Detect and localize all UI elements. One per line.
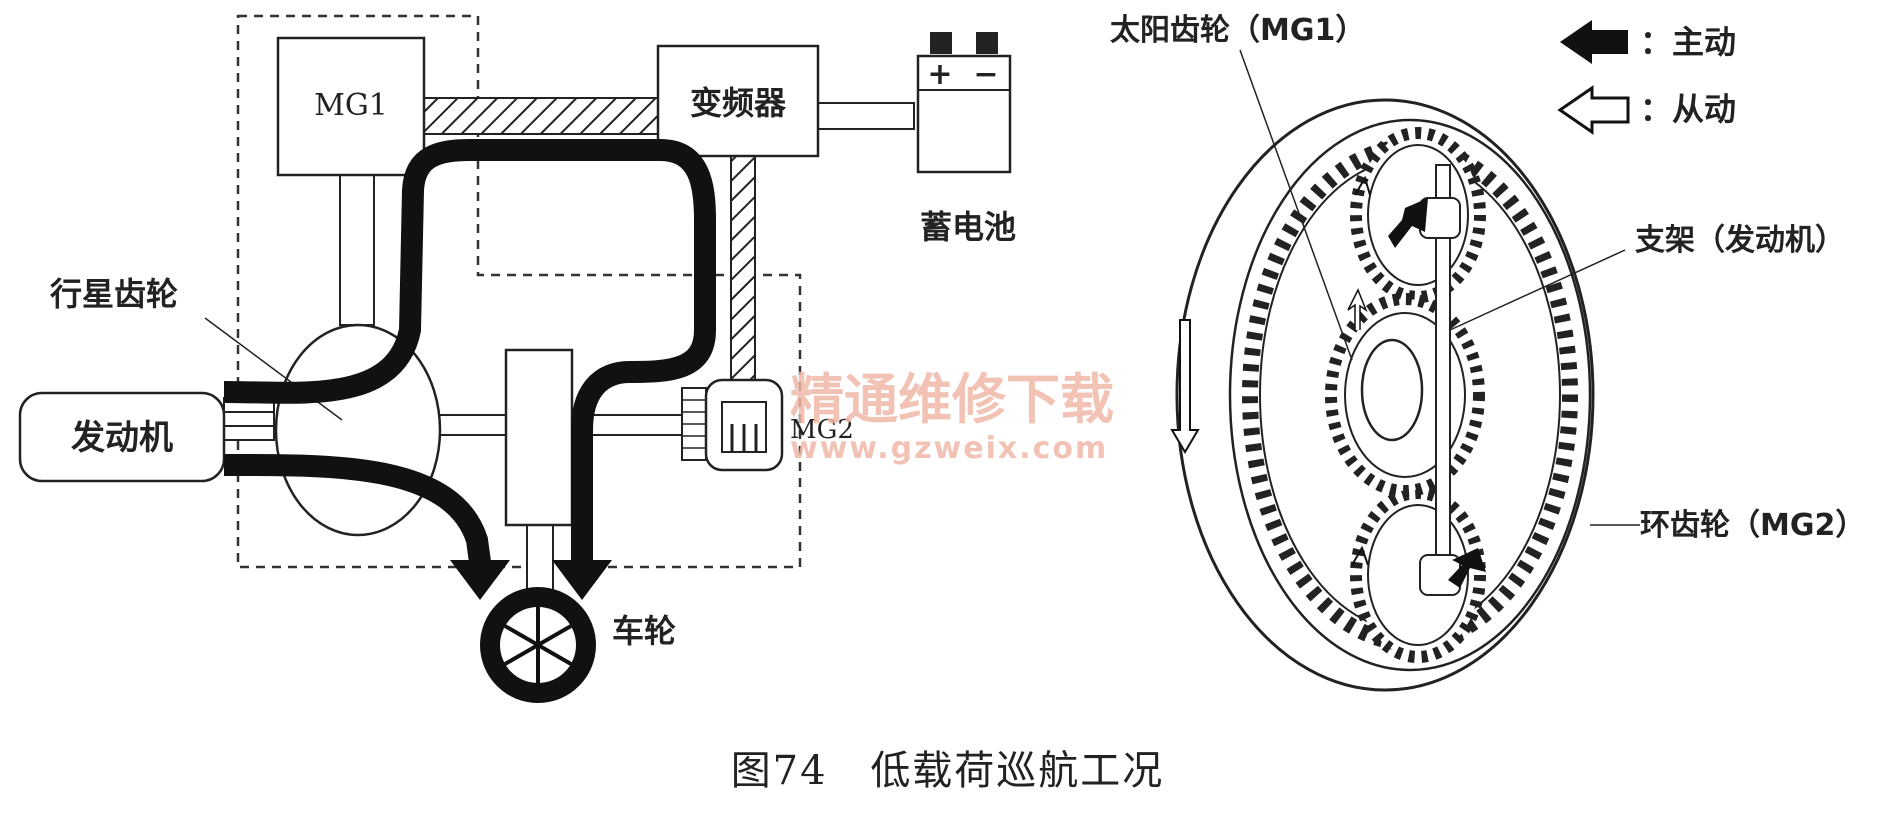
planetary-label: 行星齿轮 <box>50 275 178 313</box>
driven-arrow-pinion-top <box>1354 175 1371 196</box>
figure-caption: 图74 低载荷巡航工况 <box>0 738 1895 798</box>
planetary-leader-line <box>204 317 343 421</box>
figure-title: 低载荷巡航工况 <box>870 748 1165 794</box>
battery-plus: + <box>927 57 952 92</box>
electric-link-mg1-inverter <box>423 97 659 135</box>
sun-gear <box>1325 293 1485 497</box>
carrier-label: 支架（发动机） <box>1635 223 1845 258</box>
planetary-gear-diagram: 太阳齿轮（MG1） 支架（发动机） 环齿轮（MG2） <box>1110 13 1865 692</box>
hybrid-unit-outline <box>236 14 802 569</box>
inverter-label: 变频器 <box>690 84 787 122</box>
inverter-box <box>656 44 820 158</box>
driven-arrow-pinion-bottom <box>1351 545 1369 566</box>
battery-icon <box>916 32 1012 174</box>
figure-number: 图74 <box>730 748 828 794</box>
flow-arrow-head-right <box>552 560 612 600</box>
legend-driven-label: ：从动 <box>1640 90 1736 128</box>
mg2-label: MG2 <box>790 415 854 445</box>
flow-arrow-head-left <box>450 560 510 600</box>
electric-link-inverter-mg2 <box>730 154 756 384</box>
driven-arrow-ring <box>1170 319 1200 454</box>
mg1-box <box>276 36 426 177</box>
watermark-line2: www.gzweix.com <box>790 431 1108 466</box>
watermark-line1: 精通维修下载 <box>790 368 1114 431</box>
engine-box <box>18 391 226 483</box>
engine-label: 发动机 <box>71 418 173 458</box>
shaft-mg1-planetary <box>339 174 375 326</box>
battery-label: 蓄电池 <box>920 208 1016 246</box>
reduction-gear-box <box>504 348 574 527</box>
carrier-leader <box>1449 249 1626 331</box>
mg2-motor-icon <box>681 378 784 472</box>
wheel-label: 车轮 <box>612 612 676 650</box>
driven-arrow-icon <box>1557 85 1630 135</box>
drive-arrow-icon <box>1560 20 1628 64</box>
carrier-arm <box>1419 164 1461 596</box>
mg1-label: MG1 <box>314 88 388 123</box>
driven-arrow-sun <box>1347 288 1368 330</box>
drive-arrow-carrier-top <box>1388 198 1428 248</box>
battery-minus: − <box>973 57 998 92</box>
wheel-icon <box>480 587 596 703</box>
powertrain-diagram: MG1 变频器 + − 蓄电池 行星齿轮 发动机 MG2 车轮 <box>18 14 1016 703</box>
legend: ：主动 ：从动 <box>1557 20 1736 135</box>
sun-gear-label: 太阳齿轮（MG1） <box>1110 13 1365 48</box>
legend-drive-label: ：主动 <box>1640 23 1736 61</box>
power-flow-paths <box>223 139 716 564</box>
link-inverter-battery <box>817 102 915 130</box>
engine-shaft <box>223 397 275 441</box>
ring-gear-label: 环齿轮（MG2） <box>1640 508 1865 543</box>
watermark: 精通维修下载 www.gzweix.com <box>790 368 1114 466</box>
sun-gear-leader <box>1239 49 1353 361</box>
drive-arrow-carrier-bottom <box>1448 548 1486 588</box>
planetary-gear <box>274 323 442 537</box>
